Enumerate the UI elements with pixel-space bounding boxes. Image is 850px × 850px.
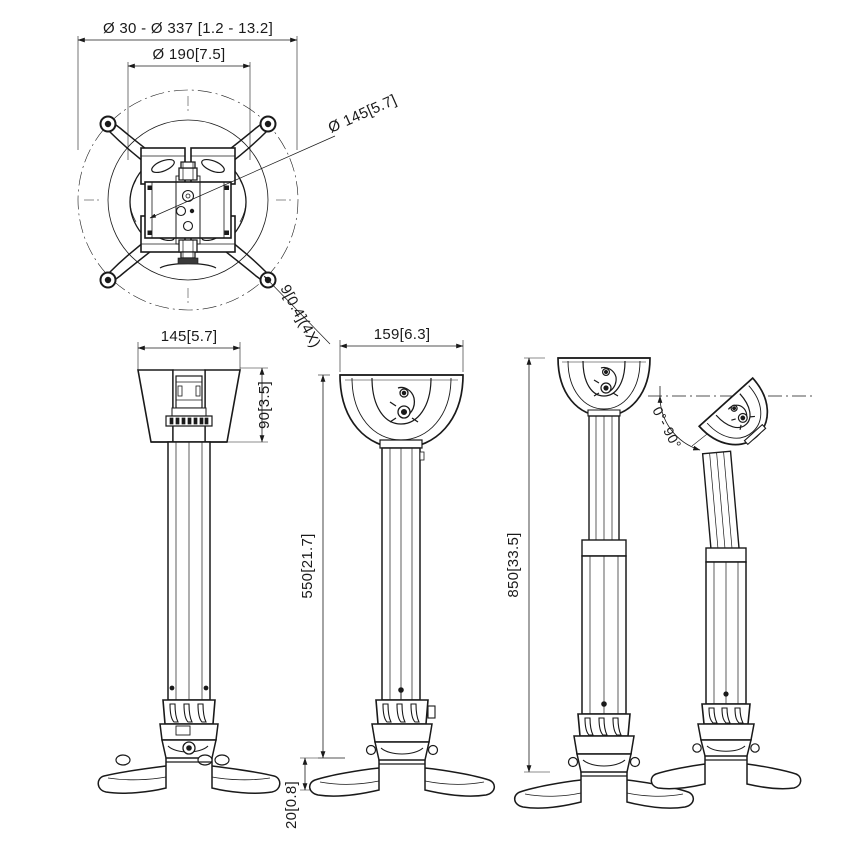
center-mount-plate <box>144 181 232 239</box>
side-view-tilted <box>648 376 812 790</box>
top-view <box>77 36 336 345</box>
outer-reference-circle <box>77 89 299 311</box>
projector-bracket-arms <box>97 758 281 794</box>
pole-joint-collar <box>581 539 627 557</box>
angle-arc-0-90 <box>657 395 701 451</box>
dim-label-dia-190: Ø 190[7.5] <box>152 46 225 63</box>
leader-hole-9 <box>263 275 331 345</box>
front-view-extended <box>300 340 495 797</box>
dim-label-850: 850[33.5] <box>505 532 522 597</box>
dim-label-159: 159[6.3] <box>374 326 431 343</box>
dim-label-550: 550[21.7] <box>299 533 316 598</box>
dim-label-145: 145[5.7] <box>161 328 218 345</box>
leader-dia-145 <box>149 135 336 219</box>
dim-label-dia-30-337: Ø 30 - Ø 337 [1.2 - 13.2] <box>103 20 273 37</box>
brand-logo-mark <box>177 257 199 265</box>
dim-label-20: 20[0.8] <box>283 781 300 829</box>
side-view-tall <box>514 357 694 809</box>
head-mechanism-glyph <box>389 386 419 423</box>
front-view-short <box>97 342 281 794</box>
tilted-dome-head <box>697 376 769 446</box>
ceiling-plate-circle <box>107 119 269 281</box>
dim-label-90: 90[3.5] <box>256 381 273 429</box>
